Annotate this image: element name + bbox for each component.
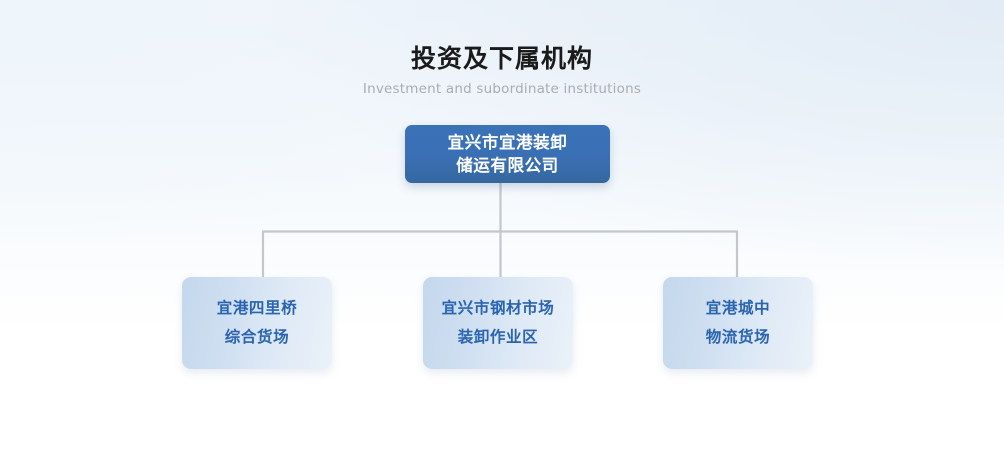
org-node-root[interactable]: 宜兴市宜港装卸 储运有限公司: [405, 125, 610, 183]
org-node-child-2-line-1: 宜兴市钢材市场: [441, 299, 555, 317]
org-node-root-line-1: 宜兴市宜港装卸: [447, 133, 568, 152]
org-node-child-2-line-2: 装卸作业区: [457, 328, 539, 346]
org-node-child-3[interactable]: 宜港城中 物流货场: [663, 277, 813, 369]
org-node-child-1-line-2: 综合货场: [224, 328, 290, 346]
org-node-child-2[interactable]: 宜兴市钢材市场 装卸作业区: [423, 277, 573, 369]
page-title: 投资及下属机构: [410, 44, 593, 73]
org-node-child-1-line-1: 宜港四里桥: [216, 299, 298, 317]
org-node-child-3-line-1: 宜港城中: [705, 299, 771, 317]
org-node-root-line-2: 储运有限公司: [456, 156, 559, 175]
org-node-child-1[interactable]: 宜港四里桥 综合货场: [182, 277, 332, 369]
page-heading: 投资及下属机构 Investment and subordinate insti…: [0, 44, 1004, 98]
org-node-child-3-line-2: 物流货场: [705, 328, 771, 346]
page-subtitle: Investment and subordinate institutions: [362, 81, 642, 97]
